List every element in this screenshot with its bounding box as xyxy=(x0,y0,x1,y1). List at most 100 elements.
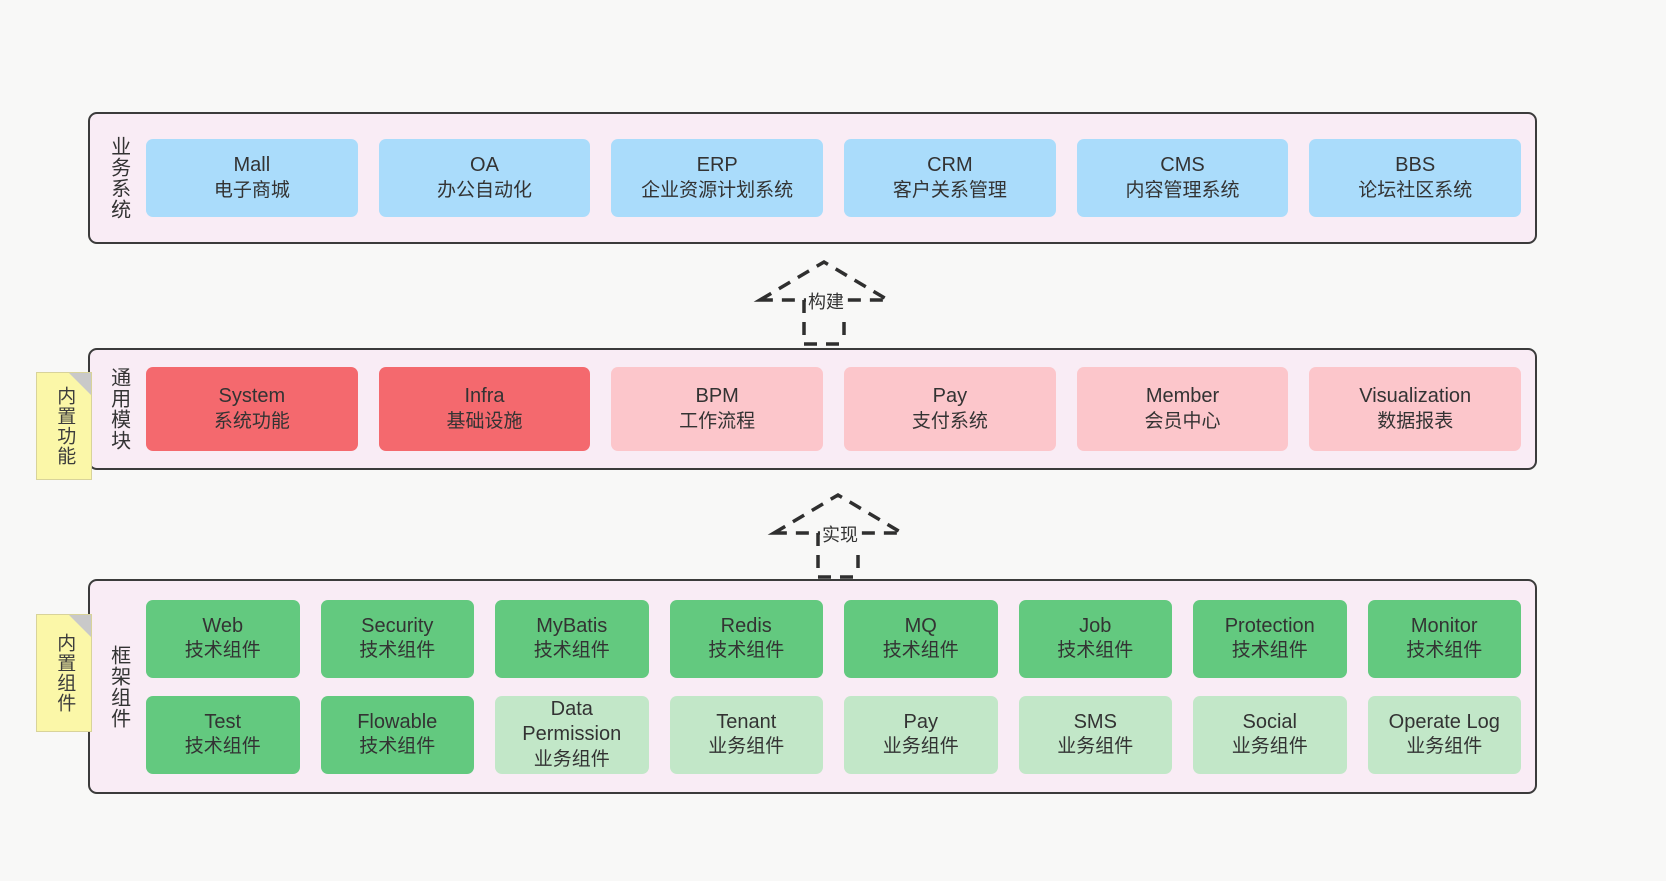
node-subtitle: 技术组件 xyxy=(1231,640,1308,662)
layer-body-framework-components: Web 技术组件 Security 技术组件 MyBatis 技术组件 Redi… xyxy=(146,581,1535,792)
node-erp[interactable]: ERP 企业资源计划系统 xyxy=(611,139,824,217)
node-title: Redis xyxy=(720,614,772,637)
connector-label-implement: 实现 xyxy=(820,521,860,547)
node-subtitle: 技术组件 xyxy=(184,736,261,758)
connector-implement: 实现 xyxy=(766,489,926,579)
node-row: Mall 电子商城 OA 办公自动化 ERP 企业资源计划系统 CRM 客户关系… xyxy=(146,139,1522,217)
node-subtitle: 论坛社区系统 xyxy=(1358,179,1473,201)
node-subtitle: 技术组件 xyxy=(882,640,959,662)
node-title: Member xyxy=(1145,385,1220,408)
fold-corner-icon xyxy=(69,615,91,637)
node-security[interactable]: Security 技术组件 xyxy=(320,599,474,678)
node-subtitle: 支付系统 xyxy=(911,410,988,432)
node-job[interactable]: Job 技术组件 xyxy=(1018,599,1172,678)
node-title: Pay xyxy=(932,385,968,408)
node-subtitle: 技术组件 xyxy=(359,736,436,758)
node-subtitle: 业务组件 xyxy=(533,748,610,770)
node-title: CRM xyxy=(927,154,973,177)
node-title: Flowable xyxy=(357,710,438,733)
node-member[interactable]: Member 会员中心 xyxy=(1076,367,1289,451)
layer-body-business-systems: Mall 电子商城 OA 办公自动化 ERP 企业资源计划系统 CRM 客户关系… xyxy=(146,114,1535,242)
generalization-arrowhead xyxy=(767,492,909,535)
node-subtitle: 业务组件 xyxy=(1057,736,1134,758)
node-subtitle: 客户关系管理 xyxy=(892,179,1007,201)
node-title: Web xyxy=(202,614,244,637)
node-subtitle: 业务组件 xyxy=(1231,736,1308,758)
node-row: Web 技术组件 Security 技术组件 MyBatis 技术组件 Redi… xyxy=(146,599,1521,678)
node-title: Pay xyxy=(903,710,938,733)
node-title: BPM xyxy=(695,385,739,408)
node-subtitle: 工作流程 xyxy=(679,410,756,432)
node-title: BBS xyxy=(1395,154,1436,177)
layer-label-business-systems: 业务系统 xyxy=(107,136,130,220)
node-subtitle: 技术组件 xyxy=(184,640,261,662)
node-subtitle: 企业资源计划系统 xyxy=(641,179,794,201)
node-title: Mall xyxy=(233,154,271,177)
node-title: Visualization xyxy=(1359,385,1472,408)
node-protection[interactable]: Protection 技术组件 xyxy=(1193,599,1347,678)
layer-common-modules: 通用模块 System 系统功能 Infra 基础设施 BPM 工作流程 Pay… xyxy=(88,348,1537,470)
node-title: OA xyxy=(470,154,499,177)
node-social[interactable]: Social 业务组件 xyxy=(1193,695,1347,774)
node-title: Infra xyxy=(464,385,505,408)
node-subtitle: 业务组件 xyxy=(882,736,959,758)
node-subtitle: 基础设施 xyxy=(446,410,523,432)
node-title: Tenant xyxy=(716,710,777,733)
node-bpm[interactable]: BPM 工作流程 xyxy=(611,367,824,451)
layer-label-framework-components: 框架组件 xyxy=(107,644,130,729)
node-title: Job xyxy=(1079,614,1112,637)
note-text: 内置功能 xyxy=(54,386,76,466)
connector-build: 构建 xyxy=(752,256,912,346)
node-oa[interactable]: OA 办公自动化 xyxy=(378,139,591,217)
node-subtitle: 业务组件 xyxy=(1406,736,1483,758)
layer-label-common-modules: 通用模块 xyxy=(107,367,130,451)
node-title: MyBatis xyxy=(536,614,608,637)
node-title: System xyxy=(218,385,286,408)
node-system[interactable]: System 系统功能 xyxy=(146,367,358,451)
node-mq[interactable]: MQ 技术组件 xyxy=(844,599,998,678)
node-test[interactable]: Test 技术组件 xyxy=(146,695,300,774)
node-mybatis[interactable]: MyBatis 技术组件 xyxy=(495,599,649,678)
note-builtin-components: 内置组件 xyxy=(36,614,92,732)
node-subtitle: 内容管理系统 xyxy=(1125,179,1240,201)
node-title: CMS xyxy=(1160,154,1205,177)
node-web[interactable]: Web 技术组件 xyxy=(146,599,300,678)
node-flowable[interactable]: Flowable 技术组件 xyxy=(320,695,474,774)
node-data-permission[interactable]: Data Permission 业务组件 xyxy=(495,695,649,774)
note-builtin-features: 内置功能 xyxy=(36,372,92,480)
node-title: Monitor xyxy=(1410,614,1478,637)
node-subtitle: 系统功能 xyxy=(213,410,290,432)
node-infra[interactable]: Infra 基础设施 xyxy=(378,367,591,451)
node-subtitle: 技术组件 xyxy=(1057,640,1134,662)
node-subtitle: 技术组件 xyxy=(1406,640,1483,662)
node-title: MQ xyxy=(904,614,937,637)
node-title: Security xyxy=(361,614,434,637)
connector-label-build: 构建 xyxy=(806,288,846,314)
node-row: Test 技术组件 Flowable 技术组件 Data Permission … xyxy=(146,695,1521,774)
node-pay-component[interactable]: Pay 业务组件 xyxy=(844,695,998,774)
node-redis[interactable]: Redis 技术组件 xyxy=(669,599,823,678)
note-text: 内置组件 xyxy=(54,633,76,713)
node-subtitle: 技术组件 xyxy=(708,640,785,662)
node-tenant[interactable]: Tenant 业务组件 xyxy=(669,695,823,774)
node-visualization[interactable]: Visualization 数据报表 xyxy=(1309,367,1522,451)
node-cms[interactable]: CMS 内容管理系统 xyxy=(1076,139,1289,217)
node-subtitle: 技术组件 xyxy=(359,640,436,662)
node-subtitle: 技术组件 xyxy=(533,640,610,662)
node-title: Social xyxy=(1242,710,1297,733)
node-bbs[interactable]: BBS 论坛社区系统 xyxy=(1309,139,1522,217)
node-operate-log[interactable]: Operate Log 业务组件 xyxy=(1367,695,1521,774)
node-subtitle: 电子商城 xyxy=(213,179,290,201)
layer-business-systems: 业务系统 Mall 电子商城 OA 办公自动化 ERP 企业资源计划系统 CRM… xyxy=(88,112,1537,244)
node-sms[interactable]: SMS 业务组件 xyxy=(1018,695,1172,774)
node-subtitle: 办公自动化 xyxy=(437,179,533,201)
node-title: ERP xyxy=(696,154,738,177)
node-mall[interactable]: Mall 电子商城 xyxy=(146,139,358,217)
node-monitor[interactable]: Monitor 技术组件 xyxy=(1367,599,1521,678)
node-title: Operate Log xyxy=(1388,710,1500,733)
layer-framework-components: 框架组件 Web 技术组件 Security 技术组件 MyBatis 技术组件… xyxy=(88,579,1537,794)
node-crm[interactable]: CRM 客户关系管理 xyxy=(844,139,1056,217)
node-pay-module[interactable]: Pay 支付系统 xyxy=(844,367,1056,451)
node-title: Data Permission xyxy=(522,697,622,746)
